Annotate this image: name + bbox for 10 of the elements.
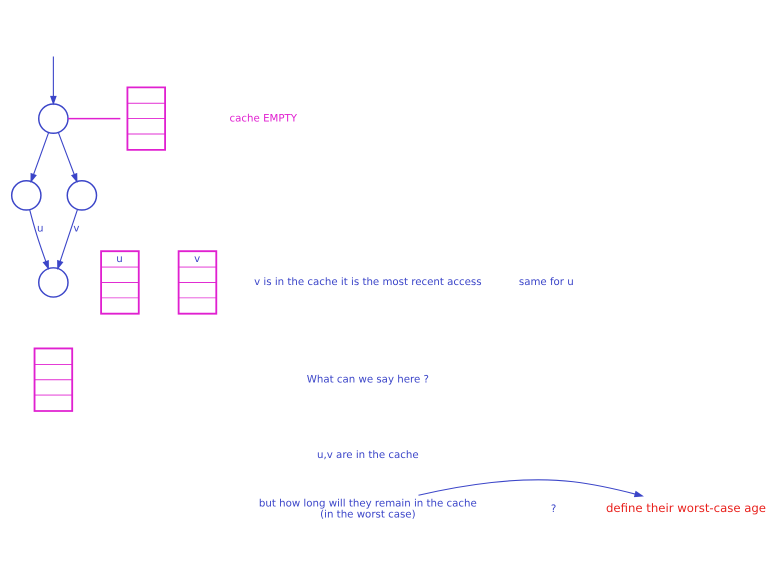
label: ?	[550, 504, 556, 515]
edge-label: v	[73, 223, 80, 234]
label: What can we say here ?	[306, 374, 429, 386]
node-text: define their worst-case age	[606, 500, 766, 515]
label: u,v are in the cache	[317, 450, 419, 461]
label: same for u	[518, 277, 574, 288]
label: v is in the cache it is the most recent access	[254, 277, 482, 288]
node-text: but how long will they remain in the cache (in the worst case)	[258, 498, 477, 520]
label: cache EMPTY	[230, 113, 297, 124]
edge-label: u	[36, 223, 44, 234]
